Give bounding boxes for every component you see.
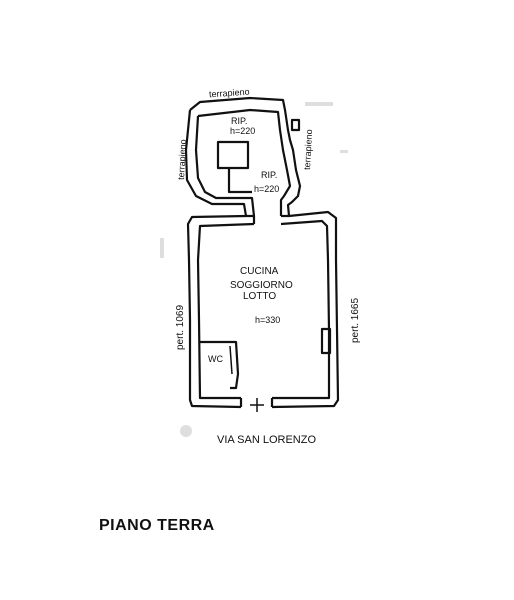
upper-storage-walls xyxy=(184,96,302,217)
label-terrapieno-left: terrapieno xyxy=(176,139,188,180)
wc-enclosure-inner xyxy=(229,345,233,375)
connection-left xyxy=(246,214,256,224)
main-inner-wall-right xyxy=(272,219,331,400)
label-rip-upper-h: h=220 xyxy=(230,126,255,136)
label-room-line3: LOTTO xyxy=(243,291,276,302)
upper-outer-wall xyxy=(189,96,302,217)
right-niche xyxy=(320,327,332,355)
upper-inner-wall xyxy=(197,108,292,216)
main-outer-wall-right xyxy=(271,210,340,409)
label-rip-upper: RIP. xyxy=(231,116,247,126)
entrance-marker xyxy=(250,398,264,412)
upper-left-inner xyxy=(194,115,256,217)
upper-left-wall xyxy=(184,109,248,217)
pillar-block xyxy=(216,140,250,170)
main-room-walls xyxy=(186,210,340,409)
label-terrapieno-top: terrapieno xyxy=(209,87,250,100)
label-street: VIA SAN LORENZO xyxy=(217,434,316,446)
label-terrapieno-right: terrapieno xyxy=(302,129,314,170)
label-rip-lower-h: h=220 xyxy=(254,184,279,194)
main-inner-wall xyxy=(196,222,255,400)
wc-enclosure xyxy=(200,340,240,390)
small-notch xyxy=(290,118,301,132)
scan-noise xyxy=(160,102,348,437)
label-room-h: h=330 xyxy=(255,315,280,325)
label-room-line2: SOGGIORNO xyxy=(230,280,293,291)
label-rip-lower: RIP. xyxy=(261,170,277,180)
plan-title: PIANO TERRA xyxy=(99,517,215,534)
label-pert-left: pert. 1069 xyxy=(175,305,186,350)
label-room-line1: CUCINA xyxy=(240,266,279,277)
inner-partition xyxy=(227,168,252,194)
label-wc: WC xyxy=(208,354,223,364)
label-pert-right: pert. 1665 xyxy=(350,298,361,343)
main-outer-wall xyxy=(186,214,247,409)
